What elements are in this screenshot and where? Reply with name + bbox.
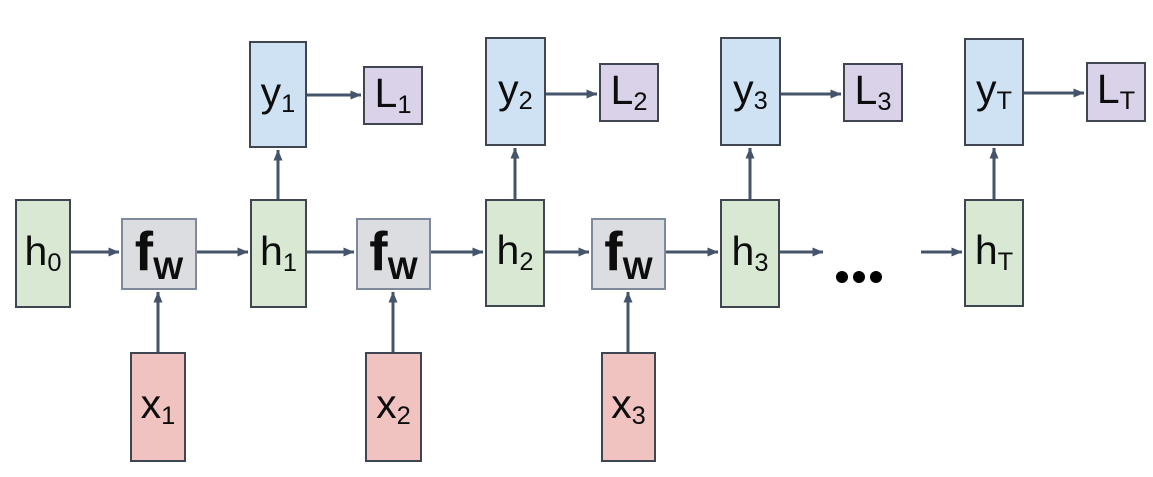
- node-h3-subscript: 3: [754, 248, 769, 277]
- node-L1: L1: [363, 66, 423, 125]
- ellipsis-dot: [836, 271, 848, 283]
- node-y3-label: y3: [733, 65, 768, 115]
- node-fw2-subscript: W: [387, 249, 418, 286]
- node-fw3-subscript: W: [622, 249, 653, 286]
- node-y1-label: y1: [260, 68, 296, 118]
- node-hT-subscript: T: [997, 248, 1014, 277]
- node-y2-subscript: 2: [518, 86, 533, 115]
- node-h0-subscript: 0: [47, 248, 62, 277]
- node-x3-subscript: 3: [631, 402, 646, 431]
- node-LT-subscript: T: [1119, 87, 1136, 116]
- node-y1: y1: [249, 41, 307, 148]
- node-x2: x2: [365, 352, 422, 462]
- node-x1-subscript: 1: [161, 402, 176, 431]
- node-L3-label: L3: [854, 66, 892, 116]
- node-x3: x3: [601, 352, 656, 462]
- node-y2-label: y2: [498, 65, 533, 115]
- node-h3: h3: [720, 199, 780, 308]
- node-fw2: fW: [356, 218, 431, 290]
- node-h1-label: h1: [260, 227, 297, 277]
- node-L1-subscript: 1: [397, 90, 412, 119]
- ellipsis-dot: [853, 271, 865, 283]
- node-fw3: fW: [591, 218, 666, 290]
- node-yT-label: yT: [975, 66, 1013, 116]
- node-LT-label: LT: [1096, 66, 1136, 116]
- node-yT-subscript: T: [996, 87, 1013, 116]
- node-x1: x1: [130, 352, 186, 462]
- node-L2-label: L2: [610, 66, 648, 116]
- node-hT-label: hT: [974, 227, 1014, 277]
- node-L3-subscript: 3: [877, 87, 892, 116]
- node-x2-subscript: 2: [396, 402, 411, 431]
- node-h0-label: h0: [24, 227, 62, 277]
- ellipsis-dot: [870, 271, 882, 283]
- node-h1-subscript: 1: [282, 248, 297, 277]
- node-y3: y3: [720, 37, 781, 146]
- node-h2-label: h2: [496, 227, 534, 277]
- node-y3-subscript: 3: [753, 86, 768, 115]
- node-y2: y2: [485, 37, 546, 146]
- node-x3-label: x3: [611, 381, 646, 431]
- node-h3-label: h3: [731, 227, 769, 277]
- node-h2: h2: [485, 199, 545, 307]
- node-L2-subscript: 2: [633, 87, 648, 116]
- node-fw2-label: fW: [369, 219, 418, 286]
- node-x2-label: x2: [376, 381, 411, 431]
- node-L3: L3: [843, 63, 903, 122]
- node-fw1: fW: [121, 218, 197, 290]
- node-y1-subscript: 1: [281, 89, 296, 118]
- node-yT: yT: [964, 38, 1024, 146]
- node-L2: L2: [599, 63, 659, 122]
- ellipsis-dots: [836, 271, 882, 283]
- node-h1: h1: [250, 199, 307, 308]
- node-L1-label: L1: [374, 69, 412, 119]
- node-h2-subscript: 2: [519, 248, 534, 277]
- node-LT: LT: [1086, 62, 1146, 122]
- node-fw1-subscript: W: [153, 249, 184, 286]
- node-h0: h0: [15, 199, 71, 308]
- node-fw1-label: fW: [134, 219, 184, 286]
- node-x1-label: x1: [140, 381, 176, 431]
- node-hT: hT: [964, 199, 1024, 307]
- node-fw3-label: fW: [604, 219, 653, 286]
